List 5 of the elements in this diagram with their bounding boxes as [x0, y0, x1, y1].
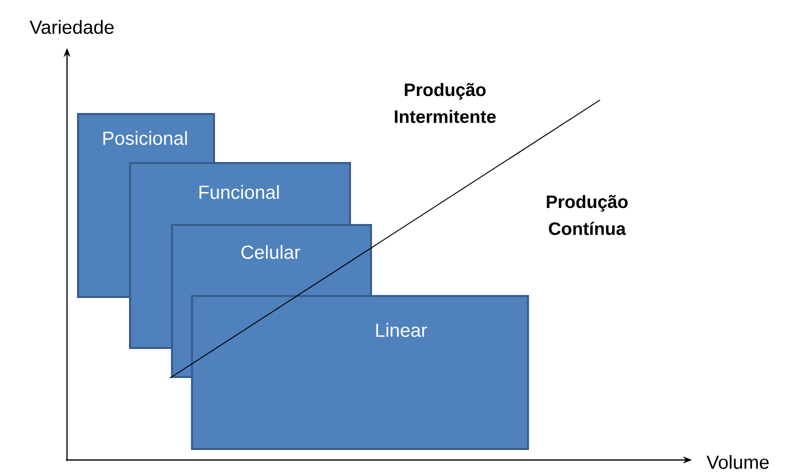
axis-label: Variedade — [30, 20, 114, 34]
layout-box: Linear — [191, 295, 529, 450]
region-label: Produção Contínua — [546, 194, 628, 236]
axis-label: Volume — [706, 455, 769, 469]
region-label: Produção Intermitente — [394, 82, 496, 124]
